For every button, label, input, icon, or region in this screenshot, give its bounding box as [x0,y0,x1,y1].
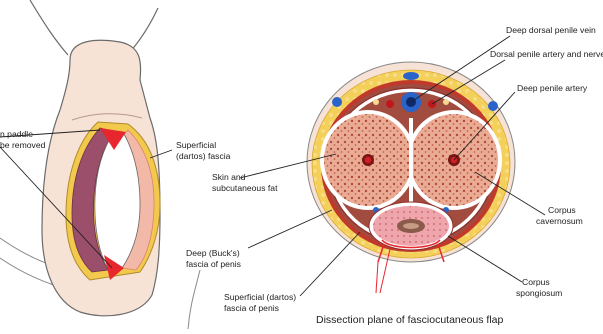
label-cavernosum-2: cavernosum [536,216,583,226]
label-skin-paddle-2: be removed [0,140,46,150]
pointer-dartos [300,232,360,296]
right-outline-line [130,8,158,52]
label-cavernosum-1: Corpus [548,205,576,215]
label-dartos-1: Superficial (dartos) [224,292,296,302]
label-skin-fat-2: subcutaneous fat [212,183,278,193]
label-skin-paddle-1: n paddle [0,129,33,139]
dorsal-artery-left [386,100,394,108]
label-deep-artery: Deep penile artery [517,83,588,93]
pointer-bucks [248,210,332,248]
dissection-pointer-1 [376,262,378,293]
pointer-spongiosum [448,236,522,282]
right-lower-line [188,270,200,329]
label-spongiosum-1: Corpus [522,277,550,287]
label-spongiosum-2: spongiosum [516,288,562,298]
label-dissection-plane: Dissection plane of fasciocutaneous flap [316,314,504,326]
septum [409,118,413,202]
label-left-superficial-2: (dartos) fascia [176,151,231,161]
urethra-lumen [403,223,419,229]
label-skin-fat-1: Skin and [212,172,246,182]
label-dorsal-artery-nerve: Dorsal penile artery and nerve [490,49,603,59]
cross-section: Deep dorsal penile vein Dorsal penile ar… [186,25,603,326]
label-bucks-2: fascia of penis [186,259,241,269]
label-dartos-2: fascia of penis [224,303,279,313]
label-bucks-1: Deep (Buck's) [186,248,240,258]
superficial-vein-right [488,101,498,111]
left-illustration: n paddle be removed Superficial (dartos)… [0,0,231,329]
dorsal-nerve-left [373,99,379,105]
deep-artery-left [365,157,371,163]
label-deep-dorsal-vein: Deep dorsal penile vein [506,25,596,35]
dorsal-nerve-right [443,99,449,105]
superficial-vein-left [332,97,342,107]
left-outline-line [30,0,68,55]
superficial-dorsal-vein [403,72,419,80]
label-left-superficial-1: Superficial [176,140,216,150]
